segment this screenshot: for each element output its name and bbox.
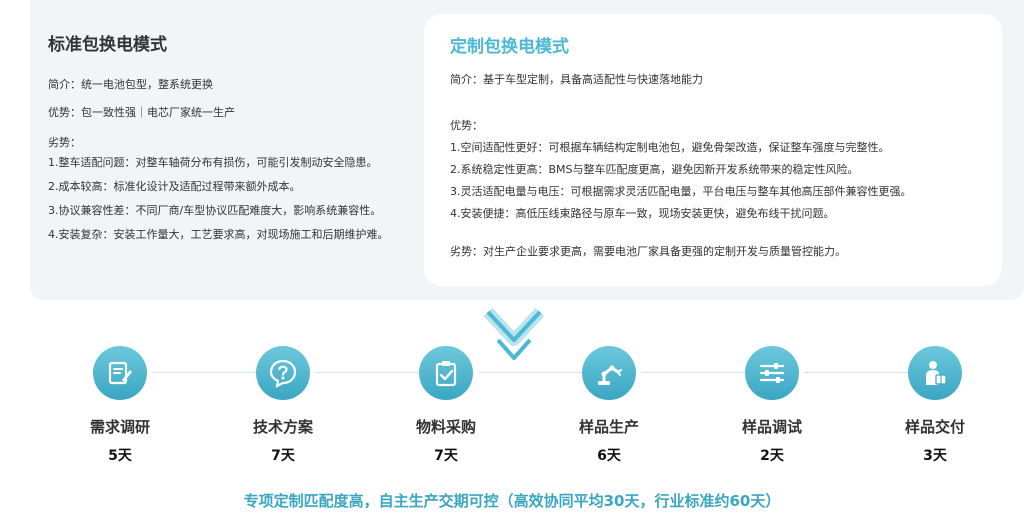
custom-intro: 简介：基于车型定制，具备高适配性与快速落地能力 [450, 73, 703, 86]
timeline-connector [478, 372, 582, 373]
step-days: 2天 [760, 448, 784, 464]
standard-disadvantage-item: 2.成本较高：标准化设计及适配过程带来额外成本。 [48, 180, 301, 193]
clipboard-check-icon [435, 361, 457, 387]
step-icon-circle [256, 346, 310, 400]
delivery-person-icon [926, 361, 947, 385]
step-样品生产: 样品生产 6天 [549, 346, 669, 465]
custom-advantage-label: 优势： [450, 119, 483, 132]
question-bubble-icon [269, 359, 297, 388]
step-name: 样品生产 [578, 418, 639, 436]
timeline-connector [152, 372, 256, 373]
step-样品交付: 样品交付 3天 [875, 346, 995, 465]
timeline-connector [315, 372, 419, 373]
step-days: 3天 [923, 448, 947, 464]
step-icon-circle [93, 346, 147, 400]
footer-summary: 专项定制匹配度高，自主生产交期可控（高效协同平均30天，行业标准约60天） [243, 492, 781, 510]
step-days: 7天 [271, 448, 295, 464]
custom-advantage-item: 2.系统稳定性更高：BMS与整车匹配度更高，避免因新开发系统带来的稳定性风险。 [450, 163, 859, 176]
chevron-down-icon [484, 307, 544, 360]
step-物料采购: 物料采购 7天 [386, 346, 506, 465]
custom-advantage-item: 4.安装便捷：高低压线束路径与原车一致，现场安装更快，避免布线干扰问题。 [450, 207, 835, 220]
custom-mode-title: 定制包换电模式 [450, 37, 569, 57]
step-icon-circle [582, 346, 636, 400]
custom-disadvantage: 劣势：对生产企业要求更高，需要电池厂家具备更强的定制开发与质量管控能力。 [450, 245, 846, 258]
standard-disadvantage-label: 劣势： [48, 136, 81, 149]
step-name: 需求调研 [89, 418, 150, 436]
sliders-icon [759, 363, 785, 383]
step-days: 5天 [108, 448, 132, 464]
custom-mode-card: 定制包换电模式 简介：基于车型定制，具备高适配性与快速落地能力 优势： 1.空间… [424, 14, 1002, 286]
timeline-connector [804, 372, 908, 373]
standard-disadvantage-item: 3.协议兼容性差：不同厂商/车型协议匹配难度大，影响系统兼容性。 [48, 204, 382, 217]
custom-advantage-item: 1.空间适配性更好：可根据车辆结构定制电池包，避免骨架改造，保证整车强度与完整性… [450, 141, 890, 154]
custom-advantage-item: 3.灵活适配电量与电压：可根据需求灵活匹配电量，平台电压与整车其他高压部件兼容性… [450, 185, 912, 198]
standard-intro: 简介：统一电池包型，整系统更换 [48, 78, 213, 91]
step-days: 6天 [597, 448, 621, 464]
step-days: 7天 [434, 448, 458, 464]
step-name: 样品调试 [741, 418, 802, 436]
timeline-connector [641, 372, 745, 373]
step-name: 物料采购 [415, 418, 476, 436]
custom-mode-body: 简介：基于车型定制，具备高适配性与快速落地能力 优势： 1.空间适配性更好：可根… [450, 69, 912, 263]
step-样品调试: 样品调试 2天 [712, 346, 832, 465]
standard-mode-title: 标准包换电模式 [48, 35, 167, 55]
pencil-document-icon [108, 361, 132, 385]
custom-advantages: 优势： 1.空间适配性更好：可根据车辆结构定制电池包，避免骨架改造，保证整车强度… [450, 115, 912, 225]
standard-mode-section: 标准包换电模式 简介：统一电池包型，整系统更换 优势：包一致性强｜电芯厂家统一生… [48, 30, 418, 247]
robot-arm-icon [598, 365, 622, 385]
step-icon-circle [745, 346, 799, 400]
step-name: 样品交付 [904, 418, 965, 436]
step-icon-circle [419, 346, 473, 400]
step-技术方案: 技术方案 7天 [223, 346, 343, 465]
standard-disadvantage-item: 1.整车适配问题：对整车轴荷分布有损伤，可能引发制动安全隐患。 [48, 156, 378, 169]
step-需求调研: 需求调研 5天 [60, 346, 180, 465]
step-name: 技术方案 [252, 418, 313, 436]
standard-advantage: 优势：包一致性强｜电芯厂家统一生产 [48, 106, 235, 119]
step-icon-circle [908, 346, 962, 400]
standard-disadvantage-item: 4.安装复杂：安装工作量大，工艺要求高，对现场施工和后期维护难。 [48, 228, 389, 241]
